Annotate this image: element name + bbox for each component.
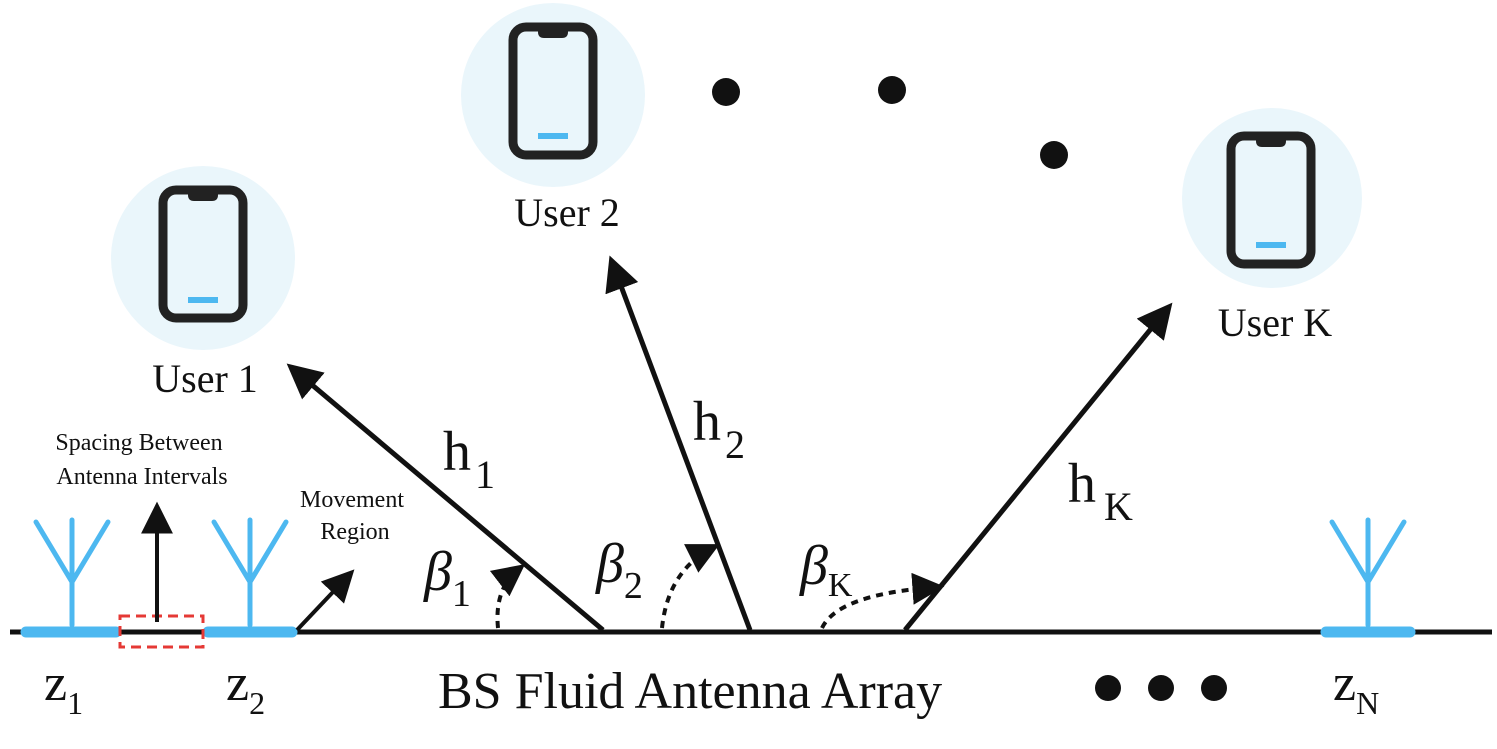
user-1: User 1 xyxy=(111,166,295,401)
smartphone-icon xyxy=(1226,131,1316,269)
antenna-label-1: z1 xyxy=(44,655,83,721)
antenna-icon xyxy=(1329,517,1407,628)
angle-label-2: β2 xyxy=(595,533,643,607)
angle-arc-k xyxy=(820,572,945,629)
user-k-label: User K xyxy=(1218,300,1333,345)
antenna-label-2: z2 xyxy=(226,655,265,721)
user-2-circle xyxy=(461,3,645,187)
channel-arrow-2 xyxy=(605,255,753,631)
movement-annotation: Movement Region xyxy=(300,487,410,545)
smartphone-icon xyxy=(158,185,248,323)
spacing-box xyxy=(118,614,205,649)
array-label: BS Fluid Antenna Array xyxy=(438,663,942,720)
users-ellipsis xyxy=(712,76,1068,169)
user-1-circle xyxy=(111,166,295,350)
movement-arrow xyxy=(295,569,355,632)
channel-arrow-1 xyxy=(286,363,605,632)
user-k: User K xyxy=(1182,108,1362,345)
angle-arc-1 xyxy=(489,564,526,629)
angle-label-1: β1 xyxy=(423,541,471,615)
user-2: User 2 xyxy=(461,3,645,235)
antenna-icon xyxy=(33,517,111,628)
spacing-annotation: Spacing Between Antenna Intervals xyxy=(55,430,228,490)
channel-arrow-k xyxy=(903,302,1173,632)
antenna-label-n: zN xyxy=(1333,655,1379,721)
angle-arc-2 xyxy=(660,544,720,629)
antenna-ellipsis xyxy=(1095,675,1227,701)
antenna-icon xyxy=(211,517,289,628)
user-1-label: User 1 xyxy=(152,356,258,401)
user-2-label: User 2 xyxy=(514,190,620,235)
angle-label-k: βK xyxy=(799,535,853,604)
smartphone-icon xyxy=(508,22,598,160)
